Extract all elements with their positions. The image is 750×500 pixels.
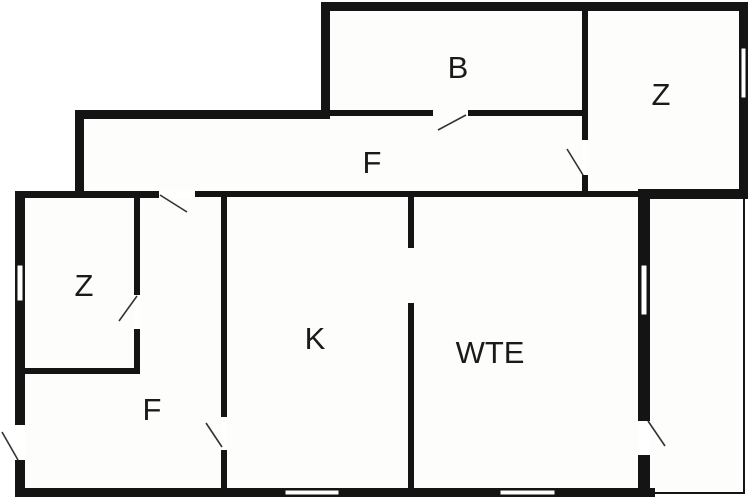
wall-right-upper <box>739 2 748 198</box>
room-label-room-top-right: Z <box>652 77 671 112</box>
wall-kitchen-left <box>221 195 227 490</box>
room-label-hall-bottom: F <box>143 392 162 427</box>
door-swing <box>437 114 467 131</box>
window <box>16 264 24 302</box>
wall-middle-right <box>195 191 640 197</box>
wall-small-z-bottom <box>22 368 140 374</box>
room-label-kitchen: K <box>305 321 326 356</box>
wall-z-bottom <box>638 189 748 199</box>
wall-top <box>321 2 748 11</box>
room-label-hall-top: F <box>363 145 382 180</box>
wall-left <box>15 191 25 497</box>
room-label-bath: B <box>448 50 469 85</box>
door-swings <box>1 114 666 461</box>
wall-corridor-top <box>75 110 330 119</box>
door-swing <box>205 422 223 448</box>
floor-areas <box>20 6 745 491</box>
balcony-outline <box>650 197 745 494</box>
door-swing <box>118 295 138 322</box>
room-label-room-small-left: Z <box>75 268 94 303</box>
wall-b-bottom-right <box>468 110 586 116</box>
door-swing <box>159 194 188 213</box>
door-swing <box>566 148 584 176</box>
door-openings <box>15 140 650 460</box>
wall-small-z-right <box>134 195 140 373</box>
window <box>284 489 340 496</box>
wall-b-left <box>321 2 330 118</box>
wall-middle-left <box>15 191 159 198</box>
wall-b-bottom-left <box>321 110 433 116</box>
door-swing <box>1 431 19 461</box>
door-swing <box>647 420 666 447</box>
window <box>740 47 747 99</box>
wall-z-left-lower <box>582 175 588 195</box>
wall-b-z-divider <box>582 6 588 140</box>
wall-k-wte-upper <box>408 195 414 248</box>
room-label-living: WTE <box>456 335 525 370</box>
windows <box>16 47 747 496</box>
window <box>499 489 556 496</box>
wall-corridor-left <box>75 110 84 198</box>
window <box>640 264 648 316</box>
wall-k-wte-lower <box>408 303 414 490</box>
